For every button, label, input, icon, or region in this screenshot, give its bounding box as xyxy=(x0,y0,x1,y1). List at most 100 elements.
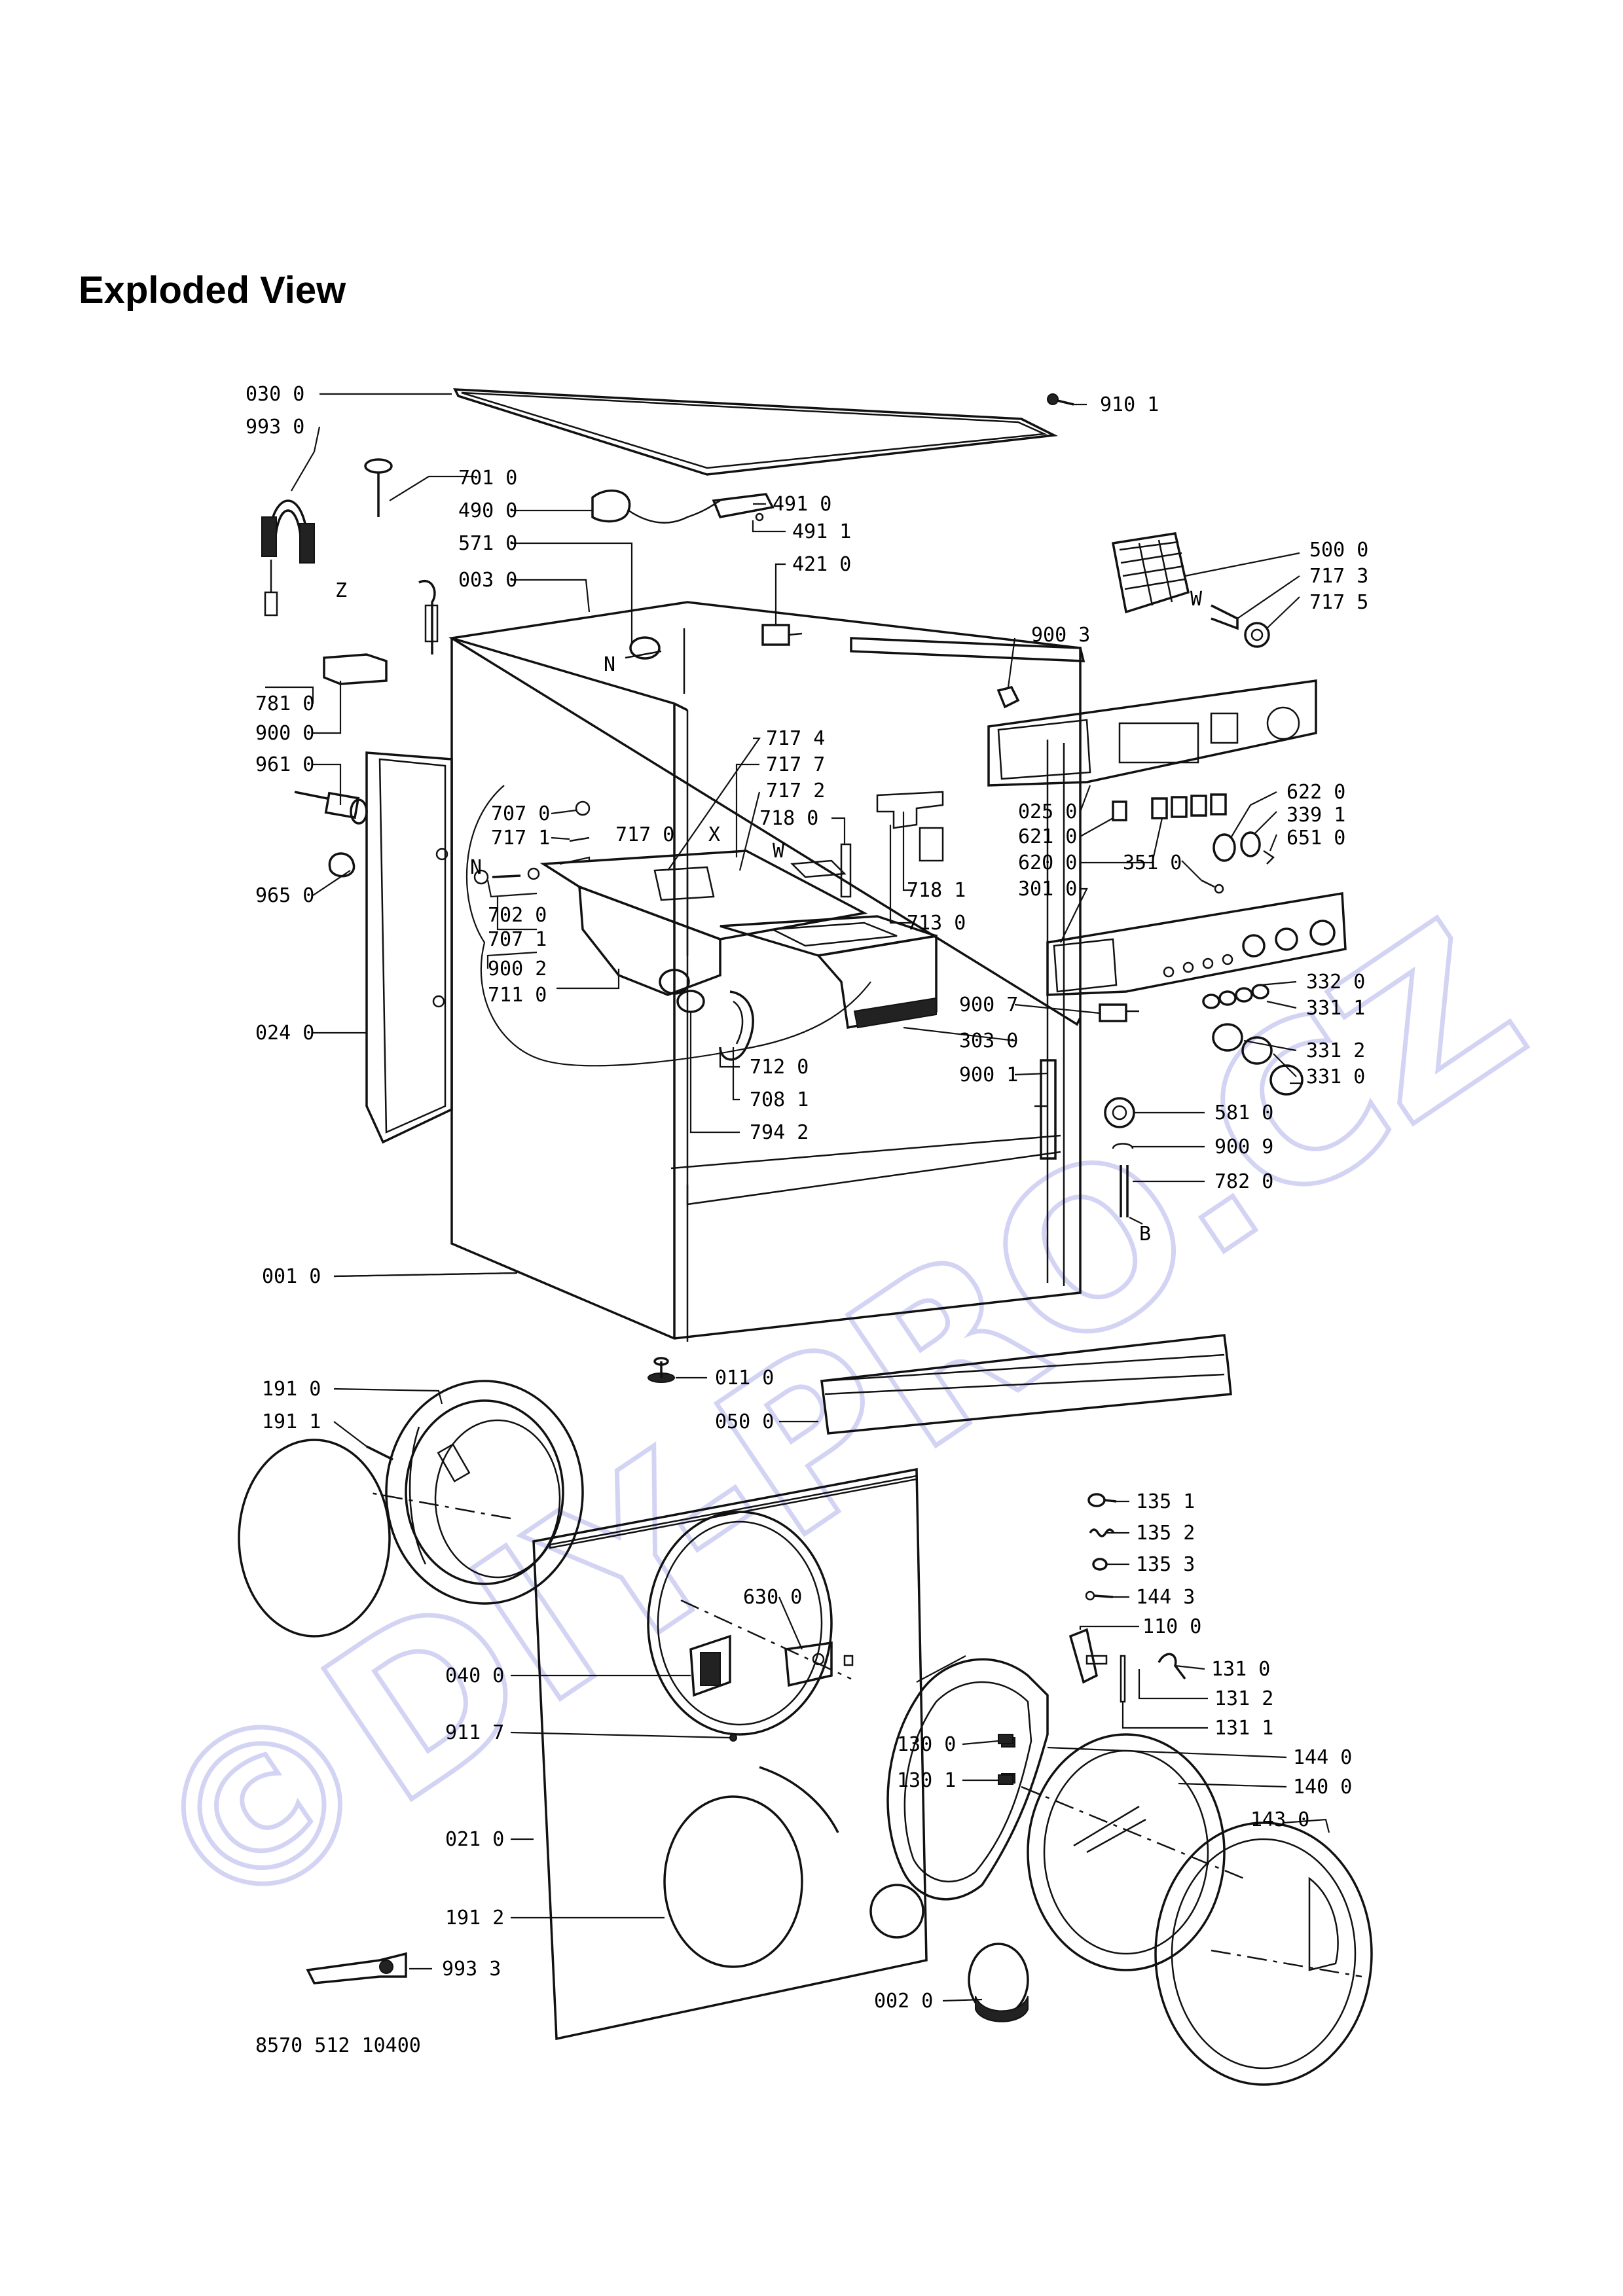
filter-cap-002-0 xyxy=(968,1943,1029,2022)
label-717-3: 717 3 xyxy=(1309,565,1368,588)
letter-z: Z xyxy=(335,579,347,602)
label-491-1: 491 1 xyxy=(792,520,851,543)
part-701-0 xyxy=(364,458,393,517)
part-900-3-clip xyxy=(996,685,1020,709)
part-717-3 xyxy=(1211,604,1239,630)
back-panel xyxy=(365,751,453,1144)
label-021-0: 021 0 xyxy=(445,1828,504,1851)
clamp-191-1 xyxy=(238,1439,511,1638)
dispenser-group-outline xyxy=(465,785,871,1067)
label-351-0: 351 0 xyxy=(1123,852,1182,874)
door-inner-143-0 xyxy=(1154,1821,1373,2086)
label-131-2: 131 2 xyxy=(1214,1687,1273,1710)
label-718-1: 718 1 xyxy=(907,879,966,902)
part-130-0 xyxy=(998,1734,1013,1744)
label-701-0: 701 0 xyxy=(458,467,517,490)
label-025-0: 025 0 xyxy=(1018,800,1077,823)
label-110-0: 110 0 xyxy=(1142,1615,1201,1638)
label-331-0: 331 0 xyxy=(1306,1066,1365,1088)
label-900-1: 900 1 xyxy=(959,1064,1018,1086)
foot-011-0 xyxy=(647,1357,675,1383)
label-331-1: 331 1 xyxy=(1306,997,1365,1020)
page-heading: Exploded View xyxy=(79,269,346,312)
label-011-0: 011 0 xyxy=(715,1367,774,1390)
screw-911-7 xyxy=(729,1734,737,1742)
part-713-0 xyxy=(919,827,944,862)
door-lock-630-0 xyxy=(784,1641,833,1687)
mains-cable-490-0 xyxy=(591,489,721,524)
label-961-0: 961 0 xyxy=(255,753,314,776)
label-303-0: 303 0 xyxy=(959,1030,1018,1052)
dispenser-fasteners xyxy=(473,800,591,885)
control-panel-301-0 xyxy=(1046,891,1347,996)
label-301-0: 301 0 xyxy=(1018,878,1077,901)
label-144-3: 144 3 xyxy=(1136,1586,1195,1609)
label-003-0: 003 0 xyxy=(458,569,517,592)
front-panel-021-0 xyxy=(532,1467,928,2041)
label-630-0: 630 0 xyxy=(743,1586,802,1609)
label-900-9: 900 9 xyxy=(1214,1136,1273,1158)
label-191-1: 191 1 xyxy=(262,1410,321,1433)
label-050-0: 050 0 xyxy=(715,1410,774,1433)
document-number: 8570 512 10400 xyxy=(255,2034,421,2057)
label-707-0: 707 0 xyxy=(491,802,550,825)
label-900-0: 900 0 xyxy=(255,722,314,745)
part-900-1 xyxy=(1034,1059,1057,1160)
label-718-0: 718 0 xyxy=(759,807,818,830)
dispenser-drawer xyxy=(720,915,938,1030)
label-707-1: 707 1 xyxy=(488,928,547,951)
label-135-2: 135 2 xyxy=(1136,1522,1195,1545)
label-581-0: 581 0 xyxy=(1214,1102,1273,1124)
handle-110-0 xyxy=(1068,1628,1108,1684)
label-993-3: 993 3 xyxy=(442,1958,501,1981)
door-hinge-040-0 xyxy=(689,1634,731,1697)
label-191-0: 191 0 xyxy=(262,1378,321,1401)
part-718-1 xyxy=(876,791,944,829)
label-421-0: 421 0 xyxy=(792,553,851,576)
label-143-0: 143 0 xyxy=(1250,1808,1309,1831)
interlock-421-0 xyxy=(761,624,803,646)
knob-parts-622-339 xyxy=(1213,831,1275,865)
label-717-4: 717 4 xyxy=(766,727,825,750)
label-135-3: 135 3 xyxy=(1136,1553,1195,1576)
washer-135-3 xyxy=(1092,1558,1108,1571)
hose-assembly-993-0 xyxy=(261,499,315,617)
plinth-050-0 xyxy=(820,1334,1232,1435)
label-040-0: 040 0 xyxy=(445,1664,504,1687)
label-713-0: 713 0 xyxy=(907,912,966,935)
letter-x: X xyxy=(708,823,720,846)
suppressor-491-0 xyxy=(712,493,775,522)
thermostat-571-0 xyxy=(625,636,662,660)
buttons-332-0 xyxy=(1202,984,1269,1009)
part-717-5 xyxy=(1244,622,1270,648)
letter-n-side: N xyxy=(470,856,482,879)
label-651-0: 651 0 xyxy=(1286,827,1345,850)
label-131-0: 131 0 xyxy=(1211,1658,1270,1681)
label-993-0: 993 0 xyxy=(246,416,304,439)
switches-620-621 xyxy=(1112,793,1227,821)
label-191-2: 191 2 xyxy=(445,1907,504,1929)
spring-135-2 xyxy=(1089,1528,1115,1537)
part-961-0 xyxy=(294,791,368,825)
pin-131-1 xyxy=(1120,1655,1126,1703)
screw-135-1 xyxy=(1087,1493,1117,1507)
screw-910-1 xyxy=(1047,393,1074,406)
label-708-1: 708 1 xyxy=(750,1088,809,1111)
clamp-191-2 xyxy=(759,1766,839,1833)
label-620-0: 620 0 xyxy=(1018,852,1077,874)
label-002-0: 002 0 xyxy=(874,1990,933,2013)
pressure-switch-581-0 xyxy=(1104,1097,1135,1128)
label-965-0: 965 0 xyxy=(255,884,314,907)
label-491-0: 491 0 xyxy=(773,493,831,516)
label-140-0: 140 0 xyxy=(1293,1776,1352,1799)
part-130-1 xyxy=(998,1774,1013,1785)
letter-n-top: N xyxy=(604,653,615,676)
tool-993-3 xyxy=(306,1952,407,1984)
label-331-2: 331 2 xyxy=(1306,1039,1365,1062)
part-labels: 030 0 993 0 701 0 490 0 571 0 003 0 781 … xyxy=(246,383,1368,2057)
label-711-0: 711 0 xyxy=(488,984,547,1007)
label-332-0: 332 0 xyxy=(1306,971,1365,994)
clip-965-0 xyxy=(328,852,356,878)
